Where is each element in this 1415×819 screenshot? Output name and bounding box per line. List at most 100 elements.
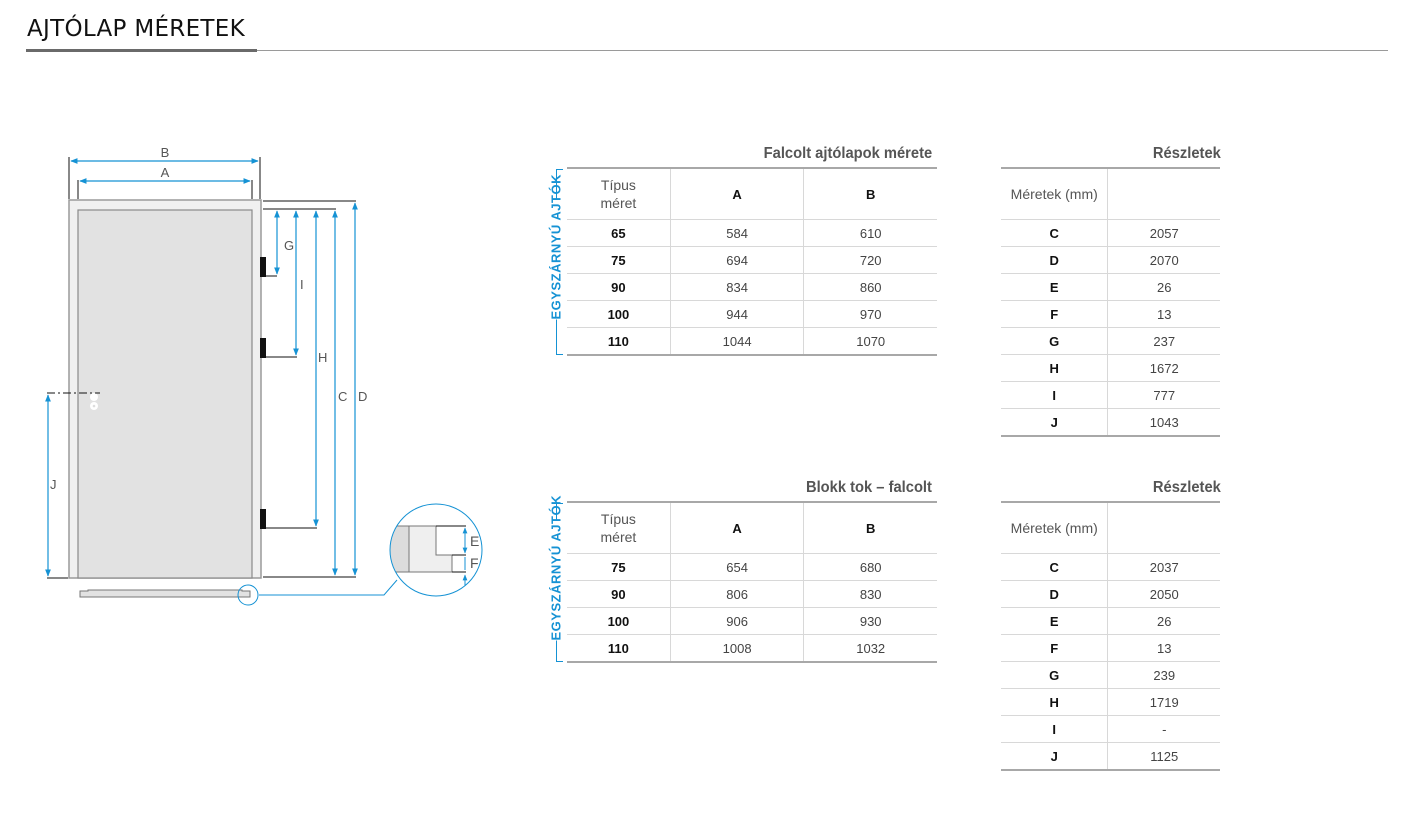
dimension-key: D [1001, 246, 1108, 274]
type-cell: 100 [567, 607, 671, 635]
falcolt-details-title: Részletek [1153, 145, 1221, 162]
header-a: A [669, 167, 804, 220]
type-cell: 100 [567, 300, 671, 328]
dimension-value: 26 [1107, 607, 1220, 635]
value-b: 970 [803, 300, 937, 328]
hinge-bottom [260, 509, 266, 529]
label-e: E [470, 533, 479, 549]
label-c: C [338, 389, 347, 404]
value-b: 930 [803, 607, 937, 635]
header-a: A [669, 501, 804, 554]
table-header-row: Típus méret A B [567, 501, 937, 554]
dimension-value: 239 [1107, 661, 1220, 689]
dimension-value: 1043 [1107, 408, 1220, 437]
dimension-key: J [1001, 408, 1108, 437]
label-d: D [358, 389, 367, 404]
header-dimensions: Méretek (mm) [1001, 167, 1108, 220]
blokk-table-title: Blokk tok – falcolt [806, 479, 932, 496]
hinge-top [260, 257, 266, 277]
label-g: G [284, 238, 294, 253]
value-b: 610 [803, 219, 937, 247]
value-a: 806 [669, 580, 804, 608]
dimension-key: G [1001, 327, 1108, 355]
dimension-key: D [1001, 580, 1108, 608]
dimension-value: 2057 [1107, 219, 1220, 247]
dimension-value: - [1107, 715, 1220, 743]
dimension-key: E [1001, 607, 1108, 635]
value-b: 1032 [803, 634, 937, 663]
value-b: 830 [803, 580, 937, 608]
label-h: H [318, 350, 327, 365]
value-a: 1008 [669, 634, 804, 663]
dimension-value: 2037 [1107, 553, 1220, 581]
door-dimension-diagram: B A G I H C [45, 145, 483, 606]
dimension-value: 777 [1107, 381, 1220, 409]
dimension-value: 2070 [1107, 246, 1220, 274]
value-b: 860 [803, 273, 937, 301]
title-divider-accent [26, 49, 257, 52]
blokk-side-label: EGYSZÁRNYÚ AJTÓK [548, 495, 564, 641]
dimension-key: H [1001, 354, 1108, 382]
header-b: B [803, 167, 937, 220]
type-cell: 75 [567, 246, 671, 274]
value-a: 834 [669, 273, 804, 301]
label-a: A [161, 165, 170, 180]
table-header-row: Méretek (mm) [1001, 167, 1220, 220]
label-j: J [50, 477, 57, 492]
dimension-value: 13 [1107, 300, 1220, 328]
label-f: F [470, 555, 479, 571]
label-i: I [300, 277, 304, 292]
dimension-key: I [1001, 715, 1108, 743]
table-row: I- [1001, 715, 1220, 743]
dimension-value: 1719 [1107, 688, 1220, 716]
value-b: 720 [803, 246, 937, 274]
dimension-key: E [1001, 273, 1108, 301]
dimension-value: 13 [1107, 634, 1220, 662]
value-b: 680 [803, 553, 937, 581]
type-cell: 65 [567, 219, 671, 247]
type-cell: 90 [567, 580, 671, 608]
dimension-key: I [1001, 381, 1108, 409]
dimension-value: 1125 [1107, 742, 1220, 771]
dimension-key: C [1001, 219, 1108, 247]
dimension-key: F [1001, 300, 1108, 328]
value-a: 944 [669, 300, 804, 328]
header-type-size: Típus méret [600, 177, 637, 211]
value-a: 1044 [669, 327, 804, 356]
value-a: 654 [669, 553, 804, 581]
dimension-key: J [1001, 742, 1108, 771]
dimension-value: 237 [1107, 327, 1220, 355]
value-a: 906 [669, 607, 804, 635]
table-header-row: Típus méret A B [567, 167, 937, 220]
dimension-key: C [1001, 553, 1108, 581]
door-leaf [77, 209, 253, 579]
type-cell: 90 [567, 273, 671, 301]
blokk-details-title: Részletek [1153, 479, 1221, 496]
page-title: AJTÓLAP MÉRETEK [27, 16, 245, 42]
falcolt-side-label: EGYSZÁRNYÚ AJTÓK [548, 174, 564, 320]
dimension-key: H [1001, 688, 1108, 716]
value-b: 1070 [803, 327, 937, 356]
value-a: 694 [669, 246, 804, 274]
type-cell: 75 [567, 553, 671, 581]
